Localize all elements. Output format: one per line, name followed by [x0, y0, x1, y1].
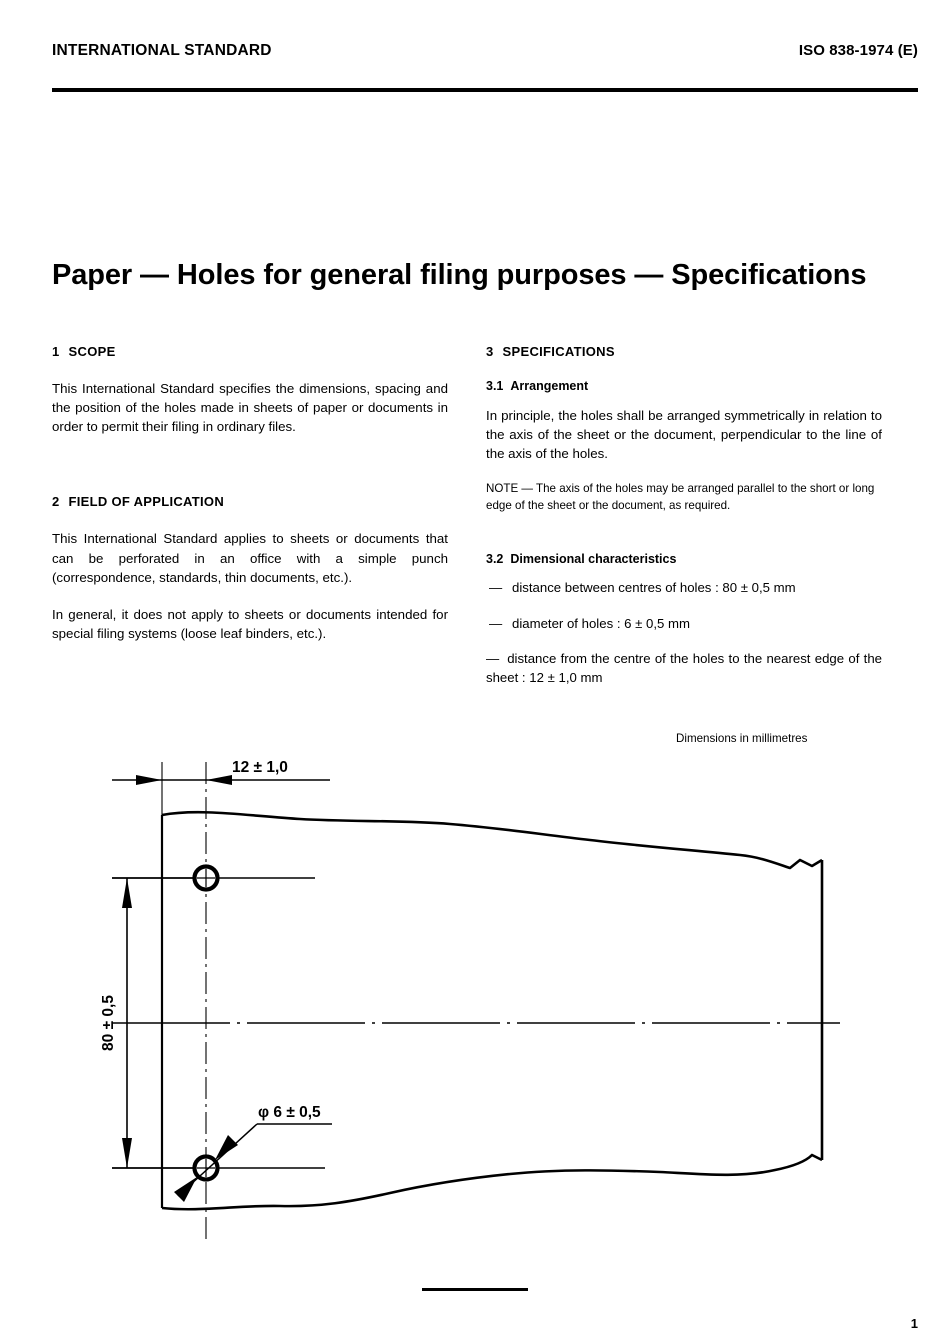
- section-heading-scope: 1 SCOPE: [52, 344, 448, 359]
- sheet-outline-top-edge: [161, 810, 823, 870]
- list-dash: —: [489, 579, 503, 595]
- column-spacer: [52, 454, 448, 494]
- dimension-arrow-bottom: [122, 1138, 132, 1168]
- sheet-outline-bottom-edge: [161, 1153, 823, 1211]
- dimension-arrow-left: [136, 775, 162, 785]
- section-title-specifications: SPECIFICATIONS: [502, 344, 615, 359]
- dimension-arrow-top: [122, 878, 132, 908]
- list-item-text: distance between centres of holes : 80 ±…: [512, 579, 796, 595]
- list-item-text: distance from the centre of the holes to…: [486, 651, 882, 686]
- list-dash: —: [489, 615, 503, 631]
- subsection-number-arrangement: 3.1: [486, 379, 504, 393]
- section-heading-field-of-application: 2 FIELD OF APPLICATION: [52, 494, 448, 509]
- subsection-heading-arrangement: 3.1 Arrangement: [486, 379, 882, 393]
- left-column: 1 SCOPE This International Standard speci…: [52, 344, 448, 661]
- dimensional-characteristics-list: — distance between centres of holes : 80…: [486, 579, 882, 688]
- field-of-application-paragraph-2: In general, it does not apply to sheets …: [52, 606, 448, 641]
- page-number: 1: [910, 1316, 918, 1331]
- technical-drawing-figure: Dimensions in millimetres 12 ± 1,0 80 ± …: [0, 700, 950, 1280]
- header-standard-label: INTERNATIONAL STANDARD: [52, 42, 272, 59]
- dimension-label-centre-to-centre: 80 ± 0,5: [100, 995, 117, 1051]
- subsection-title-dimensional-characteristics: Dimensional characteristics: [510, 551, 677, 566]
- right-column: 3 SPECIFICATIONS 3.1 Arrangement In princi…: [486, 344, 882, 705]
- page-header: INTERNATIONAL STANDARD ISO 838-1974 (E): [52, 42, 918, 60]
- header-divider-rule: [52, 88, 918, 92]
- section-heading-specifications: 3 SPECIFICATIONS: [486, 344, 882, 359]
- dimension-label-edge-to-centre: 12 ± 1,0: [232, 759, 288, 776]
- footer-divider-rule: [422, 1288, 528, 1291]
- diameter-arrow-lower: [174, 1177, 197, 1202]
- dimension-arrow-right: [206, 775, 232, 785]
- section-number-field-of-application: 2: [52, 494, 60, 510]
- list-dash: —: [486, 651, 500, 667]
- section-title-scope: SCOPE: [68, 344, 116, 359]
- page-title: Paper — Holes for general filing purpose…: [52, 259, 867, 292]
- units-caption: Dimensions in millimetres: [676, 732, 808, 745]
- list-item: — diameter of holes : 6 ± 0,5 mm: [486, 615, 882, 634]
- subsection-title-arrangement: Arrangement: [510, 379, 589, 393]
- diameter-arrow-upper: [215, 1135, 238, 1160]
- upper-hole: [192, 864, 220, 892]
- list-item: —distance from the centre of the holes t…: [486, 650, 882, 687]
- lower-hole: [192, 1154, 220, 1182]
- subsection-number-dimensional-characteristics: 3.2: [486, 551, 504, 566]
- arrangement-note: NOTE — The axis of the holes may be arra…: [486, 482, 875, 512]
- subsection-heading-dimensional-characteristics: 3.2 Dimensional characteristics: [486, 552, 882, 566]
- section-number-scope: 1: [52, 344, 60, 359]
- section-number-specifications: 3: [486, 344, 494, 359]
- list-item: — distance between centres of holes : 80…: [486, 579, 882, 598]
- scope-paragraph: This International Standard specifies th…: [52, 381, 448, 435]
- dimension-label-hole-diameter: φ 6 ± 0,5: [258, 1104, 321, 1121]
- header-standard-number: ISO 838-1974 (E): [798, 42, 918, 59]
- hole-layout-drawing: 12 ± 1,0 80 ± 0,5: [100, 759, 840, 1240]
- column-spacer: [486, 532, 882, 552]
- list-item-text: diameter of holes : 6 ± 0,5 mm: [512, 615, 691, 631]
- section-title-field-of-application: FIELD OF APPLICATION: [68, 494, 225, 510]
- field-of-application-paragraph-1: This International Standard applies to s…: [52, 531, 448, 585]
- arrangement-paragraph: In principle, the holes shall be arrange…: [486, 408, 882, 462]
